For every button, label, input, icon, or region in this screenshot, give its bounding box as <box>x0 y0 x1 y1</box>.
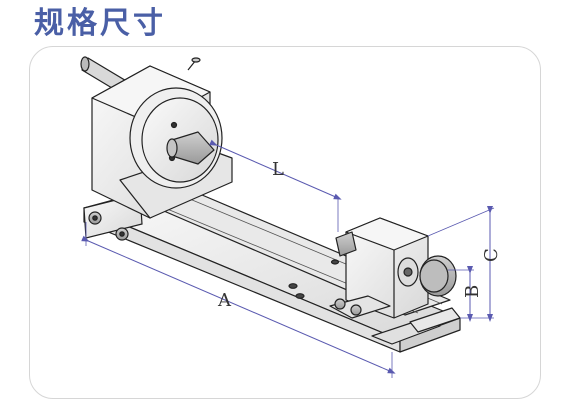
headstock-spindle <box>80 56 233 219</box>
page-title: 规格尺寸 <box>34 6 166 41</box>
dimension-label-c: C <box>481 248 502 262</box>
dimension-label-a: A <box>217 290 232 311</box>
dimension-lines <box>81 139 495 378</box>
dimension-label-b: B <box>462 285 483 298</box>
dimension-label-l: L <box>272 159 284 180</box>
